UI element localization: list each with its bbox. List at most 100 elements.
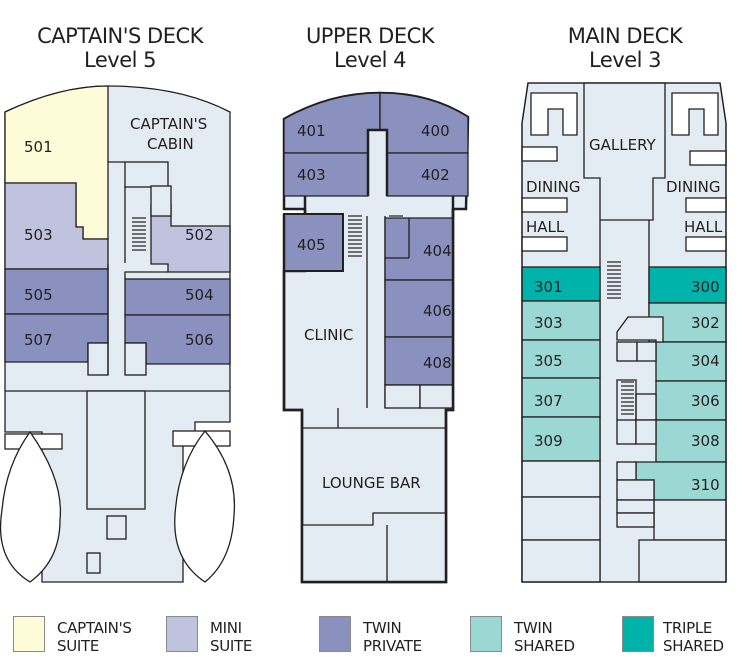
legend-line: TWIN [363, 619, 402, 637]
cabin-label-307: 307 [534, 392, 563, 410]
cabin-label-303: 303 [534, 314, 563, 332]
cabin-label-406: 406 [423, 302, 452, 320]
legend-line: TRIPLE [663, 619, 713, 637]
room [616, 419, 637, 445]
room [616, 512, 655, 528]
legend-swatch-twin-shared [470, 616, 502, 652]
hull-outline [282, 209, 455, 584]
cabin-label-501: 501 [24, 138, 53, 156]
cabin-label-306: 306 [691, 392, 720, 410]
room [653, 499, 727, 541]
deck-plans: 501 CAPTAIN'S CABIN 503 502 505 504 507 … [0, 82, 727, 584]
stairs-icon [607, 261, 621, 299]
cabin-label-309: 309 [534, 432, 563, 450]
legend-label-twin-shared: TWIN SHARED [514, 619, 575, 655]
room [124, 342, 147, 376]
cabin-label-301: 301 [534, 278, 563, 296]
stairs-icon [132, 217, 146, 251]
cabin-label-304: 304 [691, 352, 720, 370]
legend-line: MINI [210, 619, 242, 637]
legend-line: CAPTAIN'S [57, 619, 132, 637]
stairs-icon [621, 381, 634, 415]
table [689, 150, 727, 166]
room [636, 341, 657, 362]
cabin-label-503: 503 [24, 226, 53, 244]
room [638, 539, 727, 583]
cabin-label-504: 504 [185, 286, 214, 304]
room [124, 161, 169, 188]
cabin-label-502: 502 [185, 226, 214, 244]
legend-line: PRIVATE [363, 637, 422, 655]
area-label-captains-cabin: CAPTAIN'S [130, 115, 207, 133]
table [521, 197, 568, 213]
room [616, 499, 655, 514]
room [671, 92, 719, 136]
cabin-label-507: 507 [24, 331, 53, 349]
area-label-dining-right: DINING [666, 178, 720, 196]
corridor-wall [124, 271, 168, 279]
deck-level: Level 3 [589, 48, 661, 72]
room [87, 342, 109, 376]
cabin-label-400: 400 [421, 122, 450, 140]
area-label-lounge-bar: LOUNGE BAR [322, 474, 421, 492]
cabin-label-302: 302 [691, 314, 720, 332]
room [384, 384, 421, 409]
deck-plan-level-4 [282, 91, 470, 584]
stair-wall [616, 379, 637, 420]
cabin-label-408: 408 [423, 354, 452, 372]
cabin-306[interactable] [655, 380, 727, 421]
room [419, 384, 454, 409]
deck-plan-level-5 [0, 85, 236, 583]
cabin-label-305: 305 [534, 352, 563, 370]
table [521, 236, 568, 252]
area-label-gallery: GALLERY [589, 136, 657, 154]
deck-name: CAPTAIN'S DECK [37, 24, 203, 48]
deck-name: UPPER DECK [305, 24, 435, 48]
legend-swatch-captains-suite [13, 616, 45, 652]
cabin-label-505: 505 [24, 286, 53, 304]
cabin-label-404: 404 [423, 242, 452, 260]
area-label-clinic: CLINIC [304, 326, 353, 344]
legend-line: SUITE [210, 637, 253, 655]
legend-swatch-mini-suite [166, 616, 198, 652]
lifeboat-icon [174, 429, 236, 583]
room [616, 461, 637, 481]
deck-plan-level-3 [521, 82, 727, 583]
hull-outline [521, 82, 727, 583]
cabin-label-310: 310 [691, 476, 720, 494]
room [616, 316, 664, 343]
cabin-label-308: 308 [691, 432, 720, 450]
cabin-label-401: 401 [297, 122, 326, 140]
deck-name: MAIN DECK [567, 24, 683, 48]
room [530, 92, 578, 136]
legend-label-triple-shared: TRIPLE SHARED [663, 619, 724, 655]
cabin-label-506: 506 [185, 331, 214, 349]
deck-level: Level 5 [84, 48, 156, 72]
legend-swatch-twin-private [319, 616, 351, 652]
legend-line: SUITE [57, 637, 100, 655]
cabin-300[interactable] [648, 266, 727, 304]
legend-line: SHARED [663, 637, 724, 655]
cabin-505[interactable] [4, 268, 109, 315]
room [86, 390, 146, 510]
cabin-504[interactable] [124, 278, 231, 316]
cabin-label-402: 402 [421, 166, 450, 184]
legend-line: SHARED [514, 637, 575, 655]
deck-title-level-3: MAIN DECK Level 3 [505, 24, 745, 72]
cabin-label-300: 300 [691, 278, 720, 296]
legend-label-captains-suite: CAPTAIN'S SUITE [57, 619, 132, 655]
table [685, 236, 727, 252]
cabin-405[interactable] [283, 213, 344, 272]
table [521, 146, 558, 162]
room [635, 393, 657, 421]
legend-swatch-triple-shared [622, 616, 654, 652]
room [616, 341, 638, 362]
room [521, 496, 601, 541]
lifeboat-icon [0, 430, 62, 583]
central-corridor [366, 128, 389, 196]
room [521, 460, 601, 498]
deck-title-level-4: UPPER DECK Level 4 [270, 24, 470, 72]
room [150, 185, 172, 217]
gallery-room [583, 82, 666, 221]
area-label-hall-right: HALL [684, 218, 723, 236]
